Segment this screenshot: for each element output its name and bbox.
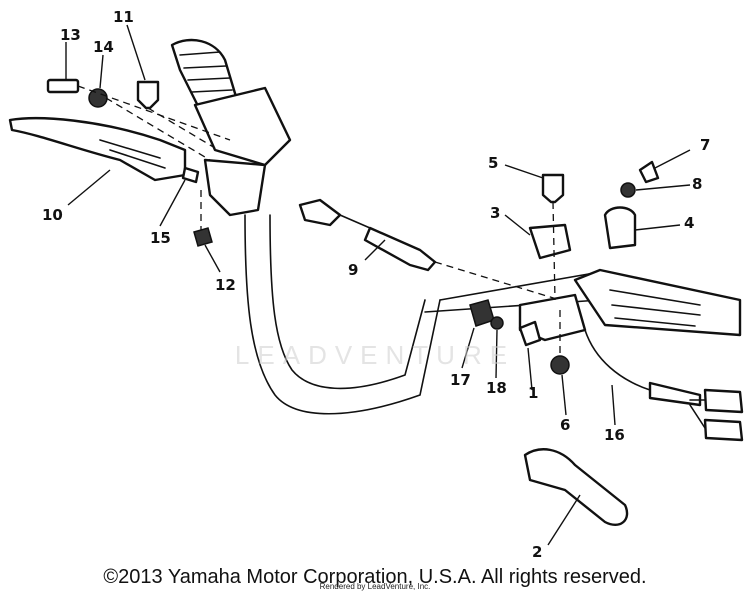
- part-11-bolt: [136, 80, 160, 110]
- callout-17: 17: [450, 371, 471, 389]
- right-grip-assembly: [518, 268, 742, 342]
- callout-4: 4: [684, 214, 694, 232]
- part-12-nut: [193, 227, 213, 247]
- callout-18: 18: [486, 379, 507, 397]
- part-1-holder: [518, 320, 542, 347]
- part-10-clutch-lever: [8, 116, 187, 182]
- callout-16: 16: [604, 426, 625, 444]
- part-6-nut: [550, 355, 570, 375]
- left-grip-assembly: [170, 38, 292, 217]
- part-18-ring: [490, 316, 504, 330]
- callout-8: 8: [692, 175, 702, 193]
- callout-11: 11: [113, 8, 134, 26]
- part-14-nut: [88, 88, 108, 108]
- assembly-lines: [77, 85, 561, 355]
- callout-5: 5: [488, 154, 498, 172]
- part-15-pin: [181, 166, 200, 184]
- callout-12: 12: [215, 276, 236, 294]
- part-3-bracket: [528, 223, 572, 260]
- part-7-bolt: [638, 160, 660, 184]
- callout-10: 10: [42, 206, 63, 224]
- leader-lines: [65, 24, 691, 546]
- rendered-by-text: Rendered by LeadVenture, Inc.: [319, 582, 431, 591]
- part-2-brake-lever: [523, 448, 629, 527]
- callout-6: 6: [560, 416, 570, 434]
- watermark-text: LEADVENTURE: [234, 340, 516, 370]
- callout-labels: 13 14 11 10 15 12 9 5 3 7 8 4 17 18 1 6 …: [42, 8, 710, 561]
- callout-1: 1: [528, 384, 538, 402]
- callout-2: 2: [532, 543, 542, 561]
- callout-3: 3: [490, 204, 500, 222]
- callout-15: 15: [150, 229, 171, 247]
- copyright-text: ©2013 Yamaha Motor Corporation, U.S.A. A…: [103, 566, 647, 588]
- part-5-bolt: [541, 173, 565, 204]
- callout-13: 13: [60, 26, 81, 44]
- callout-14: 14: [93, 38, 114, 56]
- part-16-wire: [584, 329, 744, 442]
- part-13-bolt: [46, 78, 80, 94]
- part-9-cable: [298, 198, 437, 272]
- part-4-clamp: [603, 206, 637, 250]
- callout-7: 7: [700, 136, 710, 154]
- hardware-parts: [46, 78, 660, 375]
- part-8-washer: [620, 182, 636, 198]
- callout-9: 9: [348, 261, 358, 279]
